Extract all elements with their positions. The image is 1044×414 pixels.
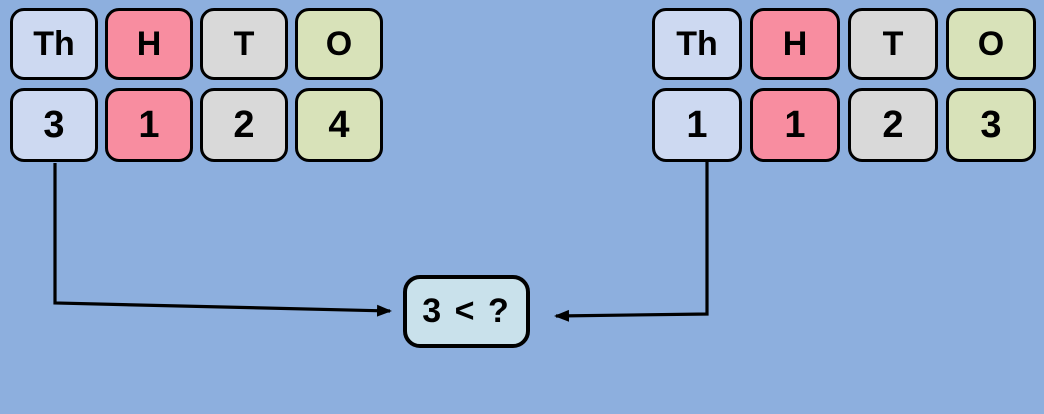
- right-label-ones: O: [946, 8, 1036, 80]
- left-digit-thousands: 3: [10, 88, 98, 162]
- digit-row-left: 3 1 2 4: [10, 88, 383, 162]
- place-label-row-right: Th H T O: [652, 8, 1036, 80]
- comparison-box: 3 < ?: [403, 275, 530, 348]
- right-digit-ones: 3: [946, 88, 1036, 162]
- place-value-chart-right: Th H T O 1 1 2 3: [652, 8, 1036, 162]
- right-label-tens: T: [848, 8, 938, 80]
- right-digit-thousands: 1: [652, 88, 742, 162]
- place-label-row-left: Th H T O: [10, 8, 383, 80]
- place-value-chart-left: Th H T O 3 1 2 4: [10, 8, 383, 162]
- right-digit-tens: 2: [848, 88, 938, 162]
- arrow-left-thousands-to-comparison: [53, 163, 392, 317]
- arrow-right-thousands-to-comparison: [554, 162, 709, 322]
- right-label-hundreds: H: [750, 8, 840, 80]
- left-digit-hundreds: 1: [105, 88, 193, 162]
- right-label-thousands: Th: [652, 8, 742, 80]
- left-label-tens: T: [200, 8, 288, 80]
- left-label-thousands: Th: [10, 8, 98, 80]
- digit-row-right: 1 1 2 3: [652, 88, 1036, 162]
- left-digit-ones: 4: [295, 88, 383, 162]
- left-label-hundreds: H: [105, 8, 193, 80]
- right-digit-hundreds: 1: [750, 88, 840, 162]
- left-digit-tens: 2: [200, 88, 288, 162]
- left-label-ones: O: [295, 8, 383, 80]
